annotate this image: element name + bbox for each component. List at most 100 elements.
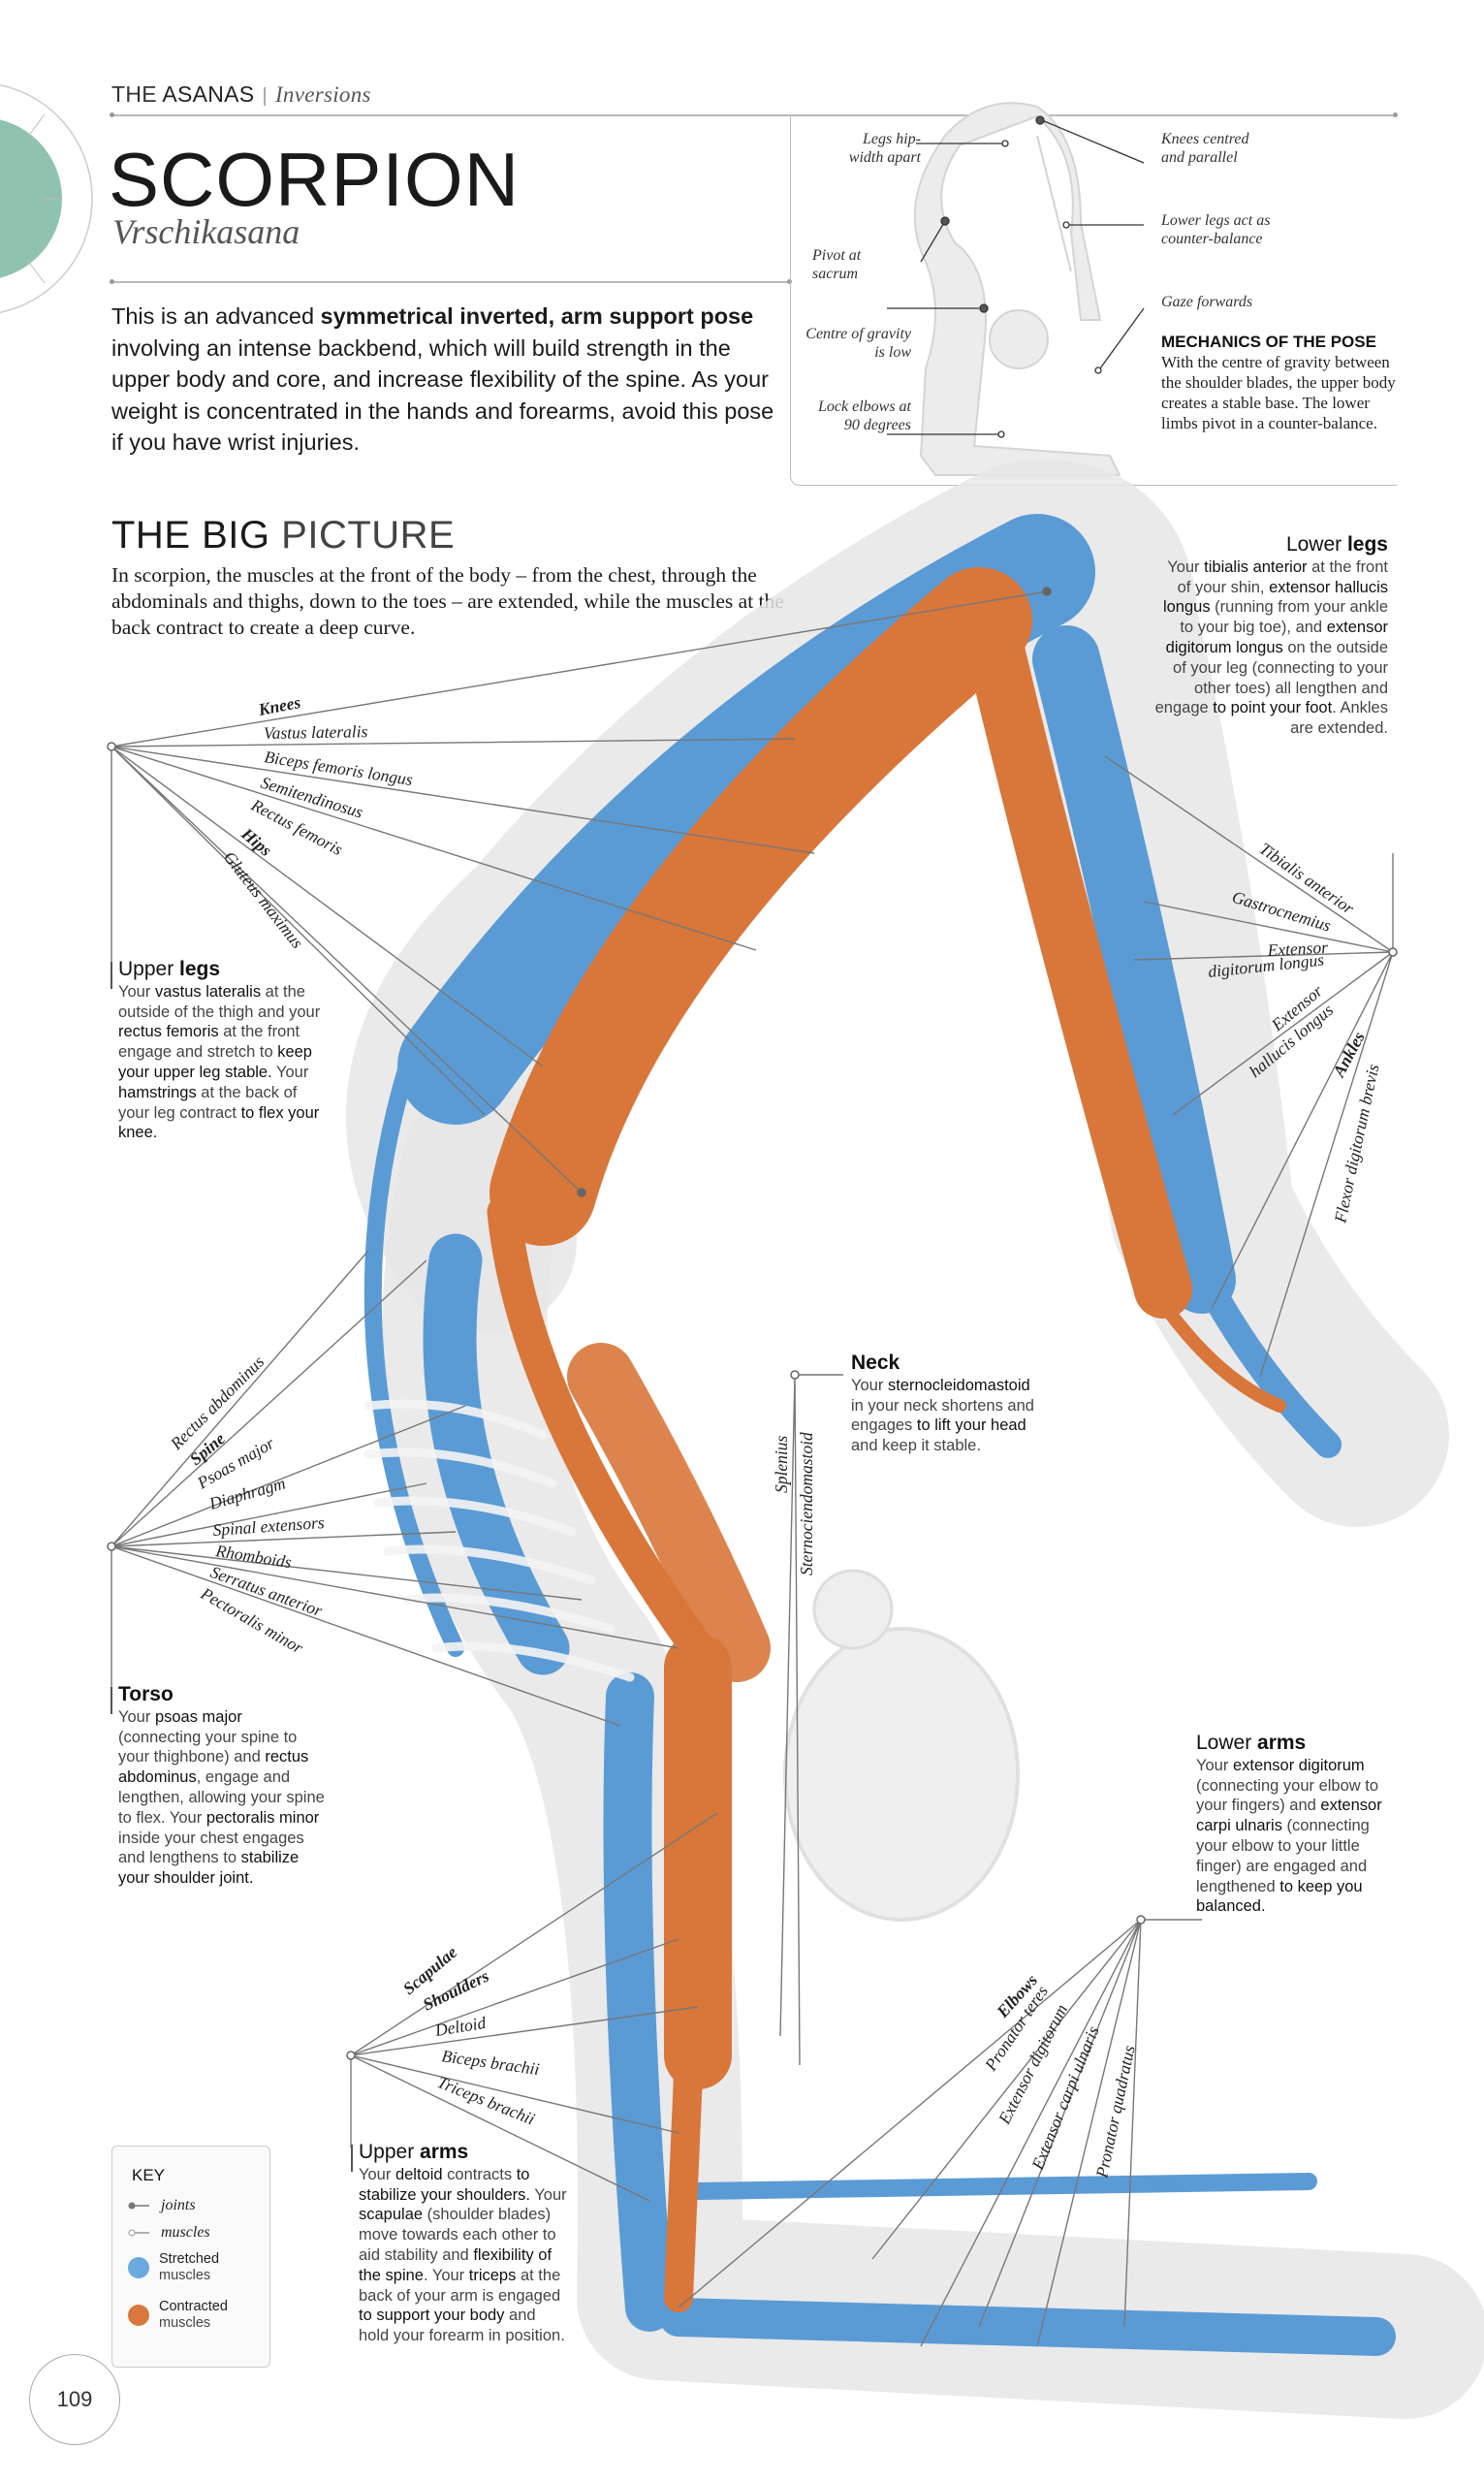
note-upper-arms: Upper arms Your deltoid contracts to sta… bbox=[359, 2141, 567, 2346]
big-picture-heading-bold: THE BIG bbox=[111, 514, 270, 557]
section-tab-marker bbox=[0, 83, 93, 314]
inset-label-gaze: Gaze forwards bbox=[1161, 294, 1253, 310]
note-marker bbox=[111, 962, 112, 989]
label-vastus-lateralis: Vastus lateralis bbox=[264, 721, 368, 743]
label-biceps-brachii: Biceps brachii bbox=[440, 2046, 541, 2079]
label-triceps-brachii: Triceps brachii bbox=[435, 2072, 538, 2128]
note-heading-bold: legs bbox=[179, 958, 221, 980]
note-heading: Neck bbox=[851, 1352, 1045, 1374]
note-heading-light: Upper bbox=[359, 2141, 421, 2163]
note-body: Your tibialis anterior at the front of y… bbox=[1151, 557, 1388, 739]
body-text: Your bbox=[1167, 557, 1205, 576]
body-text: (shoulder blades) move towards each othe… bbox=[359, 2206, 556, 2264]
label-sternocleidomastoid: Sternociendomastoid bbox=[797, 1432, 816, 1575]
emphasis-text: to flex your knee. bbox=[118, 1103, 320, 1142]
note-body: Your deltoid contracts to stabilize your… bbox=[359, 2165, 567, 2346]
contracted-muscles bbox=[487, 567, 1286, 2312]
big-picture-heading-light: PICTURE bbox=[281, 514, 456, 557]
body-text: inside your chest engages and lengthens … bbox=[118, 1829, 304, 1867]
note-marker bbox=[111, 1687, 112, 1714]
breadcrumb-category: Inversions bbox=[274, 82, 371, 107]
joint-marker bbox=[1042, 587, 1052, 596]
emphasis-text: triceps bbox=[468, 2266, 517, 2284]
muscle-marker-icon bbox=[128, 2229, 149, 2236]
skeleton-ribs bbox=[363, 1399, 635, 1682]
label-spinal-extensors: Spinal extensors bbox=[212, 1512, 325, 1540]
note-heading-bold: Neck bbox=[851, 1352, 900, 1374]
body-text: (connecting your spine to your thighbone… bbox=[118, 1728, 298, 1766]
inset-label-knees: Knees centred and parallel bbox=[1161, 131, 1249, 166]
big-picture-heading: THE BIG PICTURE bbox=[111, 514, 455, 557]
note-heading-light: Lower bbox=[1285, 533, 1347, 556]
emphasis-text: keep your upper leg stable. bbox=[118, 1043, 312, 1081]
note-lower-legs: Lower legs Your tibialis anterior at the… bbox=[1151, 533, 1388, 739]
body-text: Your bbox=[851, 1376, 888, 1394]
label-extensor-digitorum-longus-1: Extensor bbox=[1266, 938, 1328, 960]
label-splenius: Splenius bbox=[772, 1436, 791, 1493]
body-text: This is an advanced bbox=[111, 303, 321, 329]
body-text: and hold your forearm in position. bbox=[359, 2307, 565, 2345]
mechanics-text: With the centre of gravity between the s… bbox=[1161, 353, 1396, 432]
mechanics-of-the-pose: MECHANICS OF THE POSE With the centre of… bbox=[1161, 333, 1404, 433]
page-number: 109 bbox=[29, 2354, 120, 2445]
body-text: Your bbox=[1196, 1756, 1233, 1774]
note-heading: Lower arms bbox=[1196, 1733, 1390, 1754]
body-text: involving an intense backbend, which wil… bbox=[111, 334, 774, 456]
note-heading-bold: Torso bbox=[118, 1683, 174, 1705]
inset-pose-illustration bbox=[887, 102, 1145, 476]
note-body: Your sternocleidomastoid in your neck sh… bbox=[851, 1376, 1045, 1456]
breadcrumb-prefix: THE bbox=[111, 81, 157, 107]
emphasis-text: to point your foot bbox=[1213, 699, 1333, 717]
label-deltoid: Deltoid bbox=[433, 2013, 488, 2040]
emphasis-text: rectus abdominus bbox=[118, 1748, 309, 1787]
body-text: in your neck shortens and engages bbox=[851, 1396, 1034, 1435]
key-contracted-sublabel: muscles bbox=[159, 2315, 211, 2331]
body-text: Your bbox=[118, 982, 155, 1001]
emphasis-text: to stabilize your shoulders. bbox=[359, 2165, 531, 2204]
key-stretched-sublabel: muscles bbox=[159, 2268, 211, 2283]
body-text: at the front engage and stretch to bbox=[118, 1023, 300, 1062]
body-text: at the front of your shin, bbox=[1177, 557, 1388, 596]
note-heading: Lower legs bbox=[1151, 533, 1388, 556]
breadcrumb-section: ASANAS bbox=[162, 81, 255, 107]
key-joints: joints bbox=[128, 2197, 196, 2213]
note-heading: Upper legs bbox=[118, 958, 327, 980]
key-joints-label: joints bbox=[161, 2197, 196, 2213]
emphasis-text: tibialis anterior bbox=[1204, 557, 1308, 576]
emphasis-text: psoas major bbox=[154, 1707, 242, 1726]
muscle-marker bbox=[1388, 947, 1398, 957]
key-muscles: muscles bbox=[128, 2224, 210, 2241]
emphasis-text: extensor digitorum longus bbox=[1165, 619, 1388, 656]
emphasis-text: symmetrical inverted, arm support pose bbox=[320, 303, 754, 329]
body-text: on the outside of your leg (connecting t… bbox=[1154, 638, 1388, 717]
body-text: Your bbox=[530, 2185, 567, 2204]
emphasis-text: scapulae bbox=[359, 2206, 424, 2224]
note-body: Your psoas major (connecting your spine … bbox=[118, 1707, 327, 1889]
inset-label-lower-legs: Lower legs act as counter-balance bbox=[1161, 212, 1271, 247]
muscle-marker bbox=[346, 2051, 356, 2060]
emphasis-text: deltoid bbox=[395, 2165, 443, 2183]
note-marker bbox=[351, 2145, 353, 2172]
body-text: at the back of your leg contract bbox=[118, 1083, 298, 1122]
muscle-marker bbox=[107, 742, 116, 751]
note-heading: Torso bbox=[118, 1683, 327, 1705]
breadcrumb: THE ASANAS|Inversions bbox=[111, 81, 371, 108]
emphasis-text: sternocleidomastoid bbox=[887, 1376, 1030, 1394]
joint-markers bbox=[107, 587, 1398, 2060]
inset-label-pivot: Pivot at sacrum bbox=[812, 247, 862, 282]
key-title: KEY bbox=[132, 2166, 166, 2184]
muscle-marker bbox=[790, 1370, 800, 1380]
emphasis-text: to keep you balanced. bbox=[1196, 1877, 1363, 1916]
note-body: Your extensor digitorum (connecting your… bbox=[1196, 1756, 1390, 1917]
note-heading-light: Upper bbox=[118, 958, 180, 980]
body-text: . Ankles are extended. bbox=[1290, 699, 1388, 738]
note-body: Your vastus lateralis at the outside of … bbox=[118, 982, 327, 1143]
body-text: (connecting your elbow to your fingers) … bbox=[1196, 1776, 1379, 1815]
emphasis-text: extensor hallucis longus bbox=[1162, 578, 1388, 617]
body-text: , engage and lengthen, allowing your spi… bbox=[118, 1768, 325, 1827]
body-text: Your bbox=[118, 1707, 155, 1726]
body-text: at the outside of the thigh and your bbox=[118, 982, 321, 1021]
